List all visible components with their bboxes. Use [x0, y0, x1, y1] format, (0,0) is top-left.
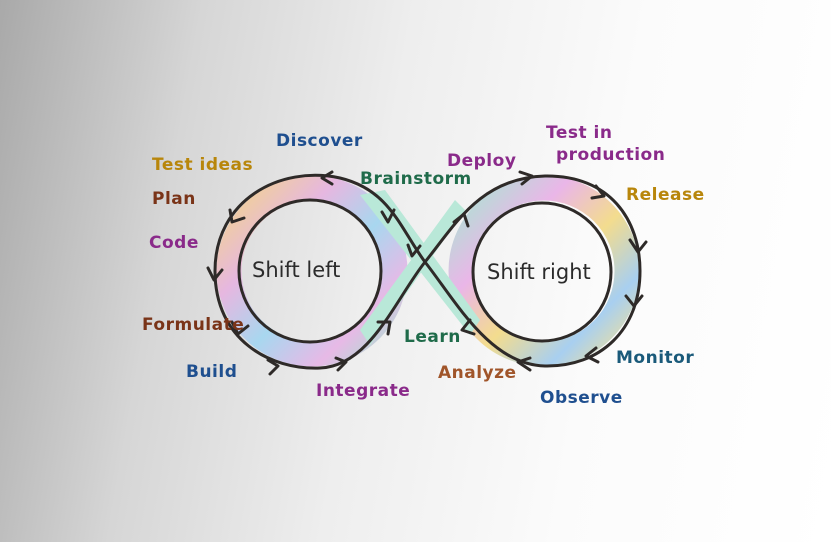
- label-release: Release: [626, 185, 705, 205]
- left-loop-band: [216, 175, 408, 367]
- arrow-icon: [584, 346, 600, 364]
- arrow-icon: [380, 208, 396, 224]
- arrow-icon: [228, 208, 246, 224]
- arrow-icon: [266, 358, 280, 376]
- arrow-icon: [590, 184, 606, 200]
- label-code: Code: [149, 233, 199, 253]
- arrow-icon: [516, 356, 532, 372]
- label-observe: Observe: [540, 388, 623, 408]
- label-test-ideas: Test ideas: [152, 155, 254, 175]
- right-inner-outline: [471, 201, 613, 343]
- arrow-icon: [518, 170, 534, 186]
- arrow-icon: [334, 356, 348, 372]
- arrow-icon: [628, 238, 648, 254]
- label-learn: Learn: [404, 327, 461, 347]
- arrow-icon: [320, 170, 334, 186]
- shift-left-label: Shift left: [252, 258, 341, 282]
- label-build: Build: [186, 362, 238, 382]
- arrow-icon: [406, 243, 422, 258]
- label-analyze: Analyze: [438, 363, 517, 383]
- left-inner-outline: [237, 198, 383, 344]
- arrow-icon: [206, 266, 224, 282]
- arrow-icon: [230, 320, 250, 336]
- label-monitor: Monitor: [616, 348, 695, 368]
- label-formulate: Formulate: [142, 315, 245, 335]
- label-integrate: Integrate: [316, 381, 411, 401]
- label-test-in-production-line2: production: [556, 145, 666, 165]
- shift-right-label: Shift right: [487, 260, 591, 284]
- arrow-icon: [624, 294, 644, 308]
- right-loop-band: [448, 175, 640, 367]
- label-deploy: Deploy: [447, 151, 517, 171]
- label-brainstorm: Brainstorm: [360, 169, 472, 189]
- label-plan: Plan: [152, 189, 196, 209]
- label-test-in-production-line1: Test in: [546, 123, 613, 143]
- arrow-icon: [452, 212, 470, 228]
- arrow-icon: [376, 320, 392, 336]
- label-discover: Discover: [276, 131, 363, 151]
- arrow-icon: [460, 318, 476, 336]
